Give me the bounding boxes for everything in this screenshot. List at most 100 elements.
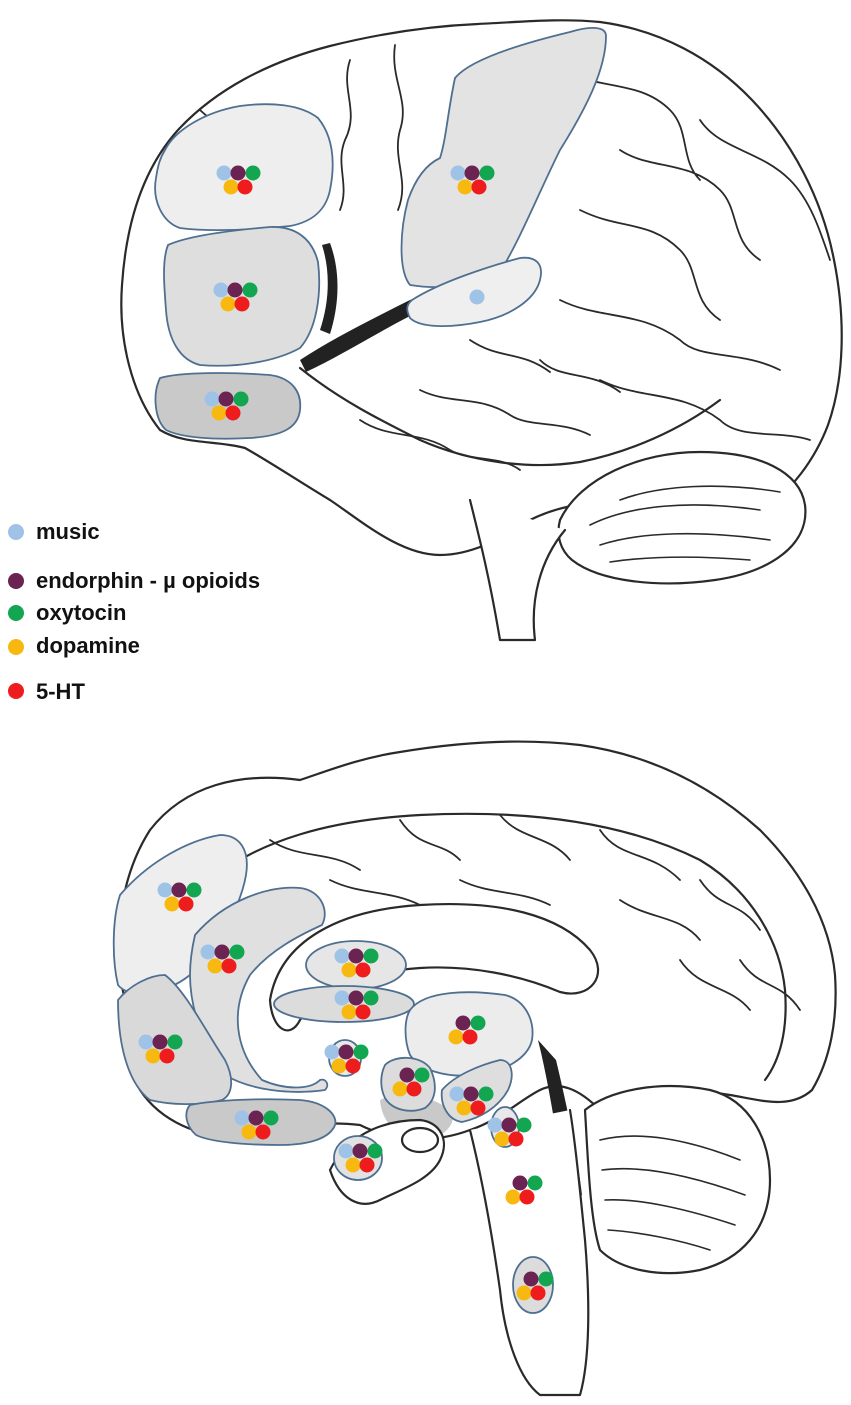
thalamus-region-marker-cluster <box>448 1015 486 1045</box>
endorphin-marker <box>227 282 243 298</box>
oxytocin-marker <box>538 1271 554 1287</box>
endorphin-marker <box>248 1110 264 1126</box>
oxytocin-marker <box>229 944 245 960</box>
oxytocin-marker <box>479 165 495 181</box>
endorphin-marker <box>348 948 364 964</box>
music-marker <box>334 948 350 964</box>
oxytocin-marker <box>363 990 379 1006</box>
serotonin-marker <box>234 296 250 312</box>
lateral-fissure-branch <box>320 243 338 334</box>
lateral-region-shape-sensorimotor <box>400 27 607 288</box>
oxytocin-marker <box>478 1086 494 1102</box>
lateral-cerebellum <box>557 450 807 585</box>
medial-cerebellum <box>583 1084 772 1275</box>
legend-label-dopamine: dopamine <box>36 633 140 658</box>
music-marker <box>487 1117 503 1133</box>
medial-brain-view <box>112 740 837 1397</box>
serotonin-marker <box>508 1131 524 1147</box>
oxytocin-marker <box>186 882 202 898</box>
endorphin-marker <box>464 165 480 181</box>
music-marker <box>200 944 216 960</box>
serotonin-marker <box>159 1048 175 1064</box>
endorphin-marker <box>463 1086 479 1102</box>
music-marker <box>204 391 220 407</box>
serotonin-marker <box>530 1285 546 1301</box>
lateral-brainstem <box>468 498 567 642</box>
serotonin-marker <box>255 1124 271 1140</box>
dopamine-marker <box>345 1157 361 1173</box>
music-marker <box>213 282 229 298</box>
dopamine-marker <box>505 1189 521 1205</box>
music-marker <box>334 990 350 1006</box>
endorphin-marker <box>352 1143 368 1159</box>
serotonin-marker <box>406 1081 422 1097</box>
dopamine-marker <box>164 896 180 912</box>
dopamine-marker <box>341 1004 357 1020</box>
oxytocin-marker <box>363 948 379 964</box>
endorphin-marker <box>501 1117 517 1133</box>
music-marker <box>469 289 485 305</box>
legend-item-dopamine: dopamine <box>8 633 140 658</box>
serotonin-marker <box>221 958 237 974</box>
oxytocin-marker <box>367 1143 383 1159</box>
dopamine-marker <box>456 1100 472 1116</box>
orbitofrontal-region-marker-cluster <box>204 391 249 421</box>
serotonin-marker <box>470 1100 486 1116</box>
medial-orbitofrontal-region-marker-cluster <box>234 1110 279 1140</box>
music-marker <box>450 165 466 181</box>
serotonin-marker <box>345 1058 361 1074</box>
legend-item-music: music <box>8 519 100 544</box>
serotonin-marker <box>355 962 371 978</box>
endorphin-marker <box>523 1271 539 1287</box>
endorphin-marker <box>218 391 234 407</box>
sensorimotor-region-marker-cluster <box>450 165 495 195</box>
dopamine-marker <box>392 1081 408 1097</box>
serotonin-marker <box>519 1189 535 1205</box>
dopamine-marker <box>211 405 227 421</box>
endorphin-marker <box>348 990 364 1006</box>
legend-label-serotonin: 5-HT <box>36 679 85 704</box>
serotonin-marker <box>462 1029 478 1045</box>
endorphin-marker <box>338 1044 354 1060</box>
ventromedial-prefrontal-region-marker-cluster <box>138 1034 183 1064</box>
medial-cortex-inner-line <box>208 812 787 1082</box>
oxytocin-marker <box>233 391 249 407</box>
amygdala-region-marker-cluster <box>338 1143 383 1173</box>
music-marker <box>324 1044 340 1060</box>
dopamine-marker <box>494 1131 510 1147</box>
oxytocin-marker <box>242 282 258 298</box>
oxytocin-marker <box>470 1015 486 1031</box>
medial-gyri <box>269 814 801 1011</box>
lower-striatal-region-marker-cluster <box>334 990 379 1020</box>
dopamine-marker <box>341 962 357 978</box>
serotonin-marker <box>178 896 194 912</box>
nucleus-accumbens-region-marker-cluster <box>324 1044 369 1074</box>
dopamine-marker <box>516 1285 532 1301</box>
legend-item-endorphin: endorphin - µ opioids <box>8 568 260 593</box>
lateral-region-shape-dlpfc <box>154 103 334 232</box>
endorphin-marker <box>455 1015 471 1031</box>
oxytocin-marker <box>263 1110 279 1126</box>
lateral-region-shape-vlpfc <box>163 226 321 367</box>
endorphin-marker <box>512 1175 528 1191</box>
oxytocin-marker <box>353 1044 369 1060</box>
pons-region-marker-cluster <box>505 1175 543 1205</box>
endorphin-marker <box>399 1067 415 1083</box>
legend-label-oxytocin: oxytocin <box>36 600 126 625</box>
dopamine-marker <box>223 179 239 195</box>
medulla-region-marker-cluster <box>516 1271 554 1301</box>
dopamine-marker <box>220 296 236 312</box>
neurochemical-markers <box>138 165 554 1301</box>
legend-swatch-music <box>8 524 24 540</box>
legend-label-endorphin: endorphin - µ opioids <box>36 568 260 593</box>
cerebellar-folia <box>599 1135 746 1251</box>
endorphin-marker <box>230 165 246 181</box>
ventral-tegmental-region-marker-cluster <box>449 1086 494 1116</box>
music-marker <box>216 165 232 181</box>
music-marker <box>449 1086 465 1102</box>
lateral-brain-view <box>120 19 843 642</box>
oxytocin-marker <box>527 1175 543 1191</box>
dopamine-marker <box>331 1058 347 1074</box>
dopamine-marker <box>448 1029 464 1045</box>
